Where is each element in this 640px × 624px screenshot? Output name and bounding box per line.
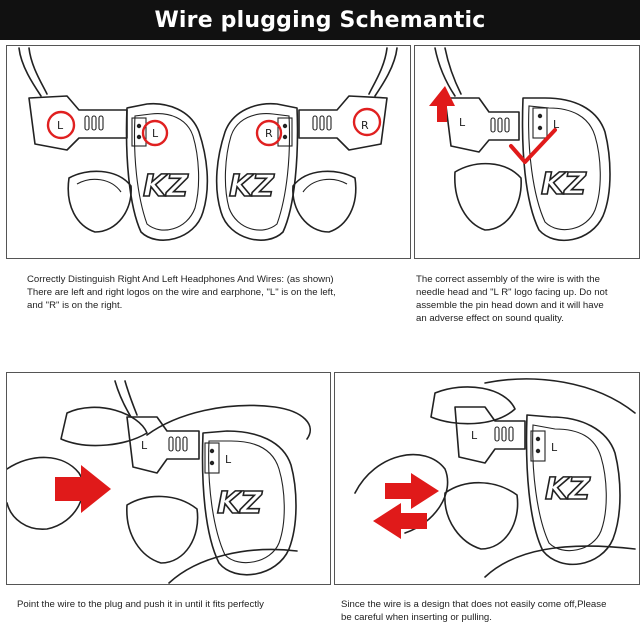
panel-correct-orientation: L L KZ — [414, 45, 640, 259]
kz-logo: KZ — [217, 486, 263, 521]
right-earphone-label: R — [265, 127, 273, 140]
panel-careful: L L KZ — [334, 372, 640, 585]
correct-orientation-illustration: L L KZ — [429, 47, 611, 242]
left-kz-logo: KZ — [143, 169, 189, 204]
checkmark-icon — [509, 128, 557, 164]
earphone-label: L — [553, 118, 560, 131]
left-earphone-label: L — [152, 127, 159, 140]
caption-correct-orientation: The correct assembly of the wire is with… — [416, 274, 608, 324]
earphone-label: L — [225, 453, 232, 466]
push-right-arrow-icon — [55, 465, 111, 513]
left-right-earphones-illustration: L L KZ R KZ R — [18, 47, 398, 241]
left-earphone-marker — [141, 119, 169, 147]
wire-label: L — [459, 116, 466, 129]
earphone-label: L — [551, 441, 558, 454]
up-arrow-icon — [429, 86, 455, 122]
caption-careful: Since the wire is a design that does not… — [341, 599, 607, 623]
wire-label: L — [141, 439, 148, 452]
careful-illustration: L L KZ — [354, 378, 636, 578]
title-bar: Wire plugging Schemantic — [0, 0, 640, 40]
left-wire-marker — [46, 110, 76, 140]
right-wire-marker — [352, 107, 382, 137]
caption-identify-left-right: Correctly Distinguish Right And Left Hea… — [27, 274, 336, 311]
right-earphone-marker — [255, 119, 283, 147]
right-kz-logo: KZ — [229, 169, 275, 204]
panel-identify-left-right: L L KZ R KZ R — [6, 45, 411, 259]
pull-arrow-icon — [373, 503, 427, 539]
kz-logo: KZ — [545, 472, 591, 507]
kz-logo: KZ — [541, 167, 587, 202]
push-in-illustration: L L KZ — [7, 380, 312, 584]
left-wire-label: L — [57, 119, 64, 132]
wire-label: L — [471, 429, 478, 442]
panel-push-in: L L KZ — [6, 372, 331, 585]
page-title: Wire plugging Schemantic — [154, 7, 486, 33]
right-wire-label: R — [361, 119, 369, 132]
insert-arrow-icon — [385, 473, 439, 509]
caption-push-in: Point the wire to the plug and push it i… — [17, 599, 264, 610]
